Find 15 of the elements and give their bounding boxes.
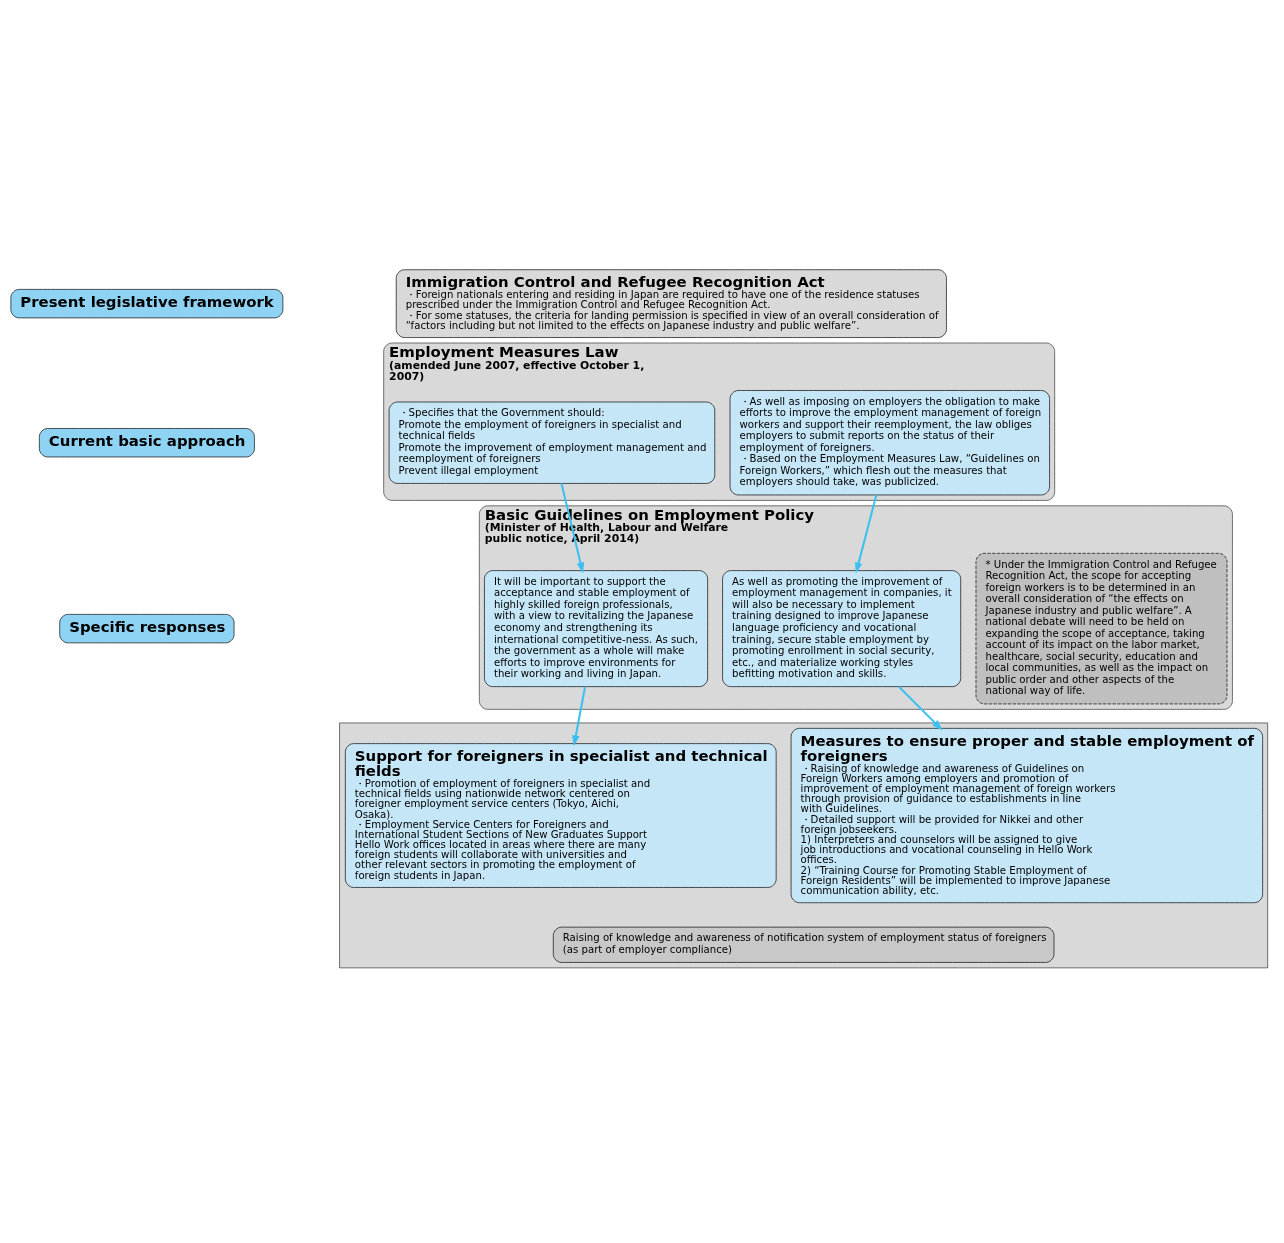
arrow <box>854 494 878 574</box>
node-box: * Under the Immigration Control and Refugee Recognition Act, the scope for accepting foreign workers is to be determined in an overall consideration of “the effects on Japanese industry and public welfare”. A national debate will need to be held on expanding the scope of acceptance, taking account of its impact on the labor market, healthcare, social security, education and local communities, as well as the impact on public order and other aspects of the national way of life. <box>975 552 1228 705</box>
node-box: Current basic approach <box>39 428 255 458</box>
node-box: It will be important to support the acceptance and stable employment of highly skilled foreign professionals, with a view to revitalizing the Japanese economy and strengthening its international competitive-ness. As such, the government as a whole will make efforts to improve environments for their working and living in Japan. <box>484 570 708 687</box>
node-box: Immigration Control and Refugee Recognition Act ・Foreign nationals entering and residing in Japan are required to have one of the residence statuses prescribed under the Immigration Control and Refugee Recognition Act. ・For some statuses, the criteria for landing permission is specified in view of an overall consideration of “factors including but not limited to the effects on Japanese industry and public welfare”. <box>395 269 947 338</box>
arrow <box>898 686 943 731</box>
node-box: Present legislative framework <box>10 289 284 319</box>
node-box: ・As well as imposing on employers the obligation to make efforts to improve the employment management of foreign workers and support their reemployment, the law obliges employers to submit reports on the status of their employment of foreigners. ・Based on the Employment Measures Law, “Guidelines on Foreign Workers,” which flesh out the measures that employers should take, was publicized. <box>729 390 1050 496</box>
node-box: Support for foreigners in specialist and technical fields ・Promotion of employment of foreigners in specialist and technical fields using nationwide network centered on foreigner employment service centers (Tokyo, Aichi, Osaka). ・Employment Service Centers for Foreigners and International Student Sections of New Graduates Support Hello Work offices located in areas where there are many foreign students will collaborate with universities and other relevant sectors in promoting the employment of foreign students in Japan. <box>345 743 777 888</box>
node-box: As well as promoting the improvement of employment management in companies, it will also be necessary to implement training designed to improve Japanese language proficiency and vocational training, secure stable employment by promoting enrollment in social security, etc., and materialize working styles befitting motivation and skills. <box>722 570 962 687</box>
arrow <box>572 686 587 747</box>
node-box: Measures to ensure proper and stable employment of foreigners ・Raising of knowledge and awareness of Guidelines on Foreign Workers among employers and promotion of improvement of employment management of foreign workers through provision of guidance to establishments in line with Guidelines. ・Detailed support will be provided for Nikkei and other foreign jobseekers. 1) Interpreters and counselors will be assigned to give job introductions and vocational counseling in Hello Work offices. 2) “Training Course for Promoting Stable Employment of Foreign Residents” will be implemented to improve Japanese communication ability, etc. <box>790 728 1263 904</box>
node-box: Raising of knowledge and awareness of notification system of employment status of foreigners (as part of employer compliance) <box>552 926 1055 963</box>
node-box: Specific responses <box>59 614 235 644</box>
node-box: ・Specifies that the Government should: Promote the employment of foreigners in specialist and technical fields Promote the improvement of employment management and reemployment of foreigners Prevent illegal employment <box>388 401 716 484</box>
